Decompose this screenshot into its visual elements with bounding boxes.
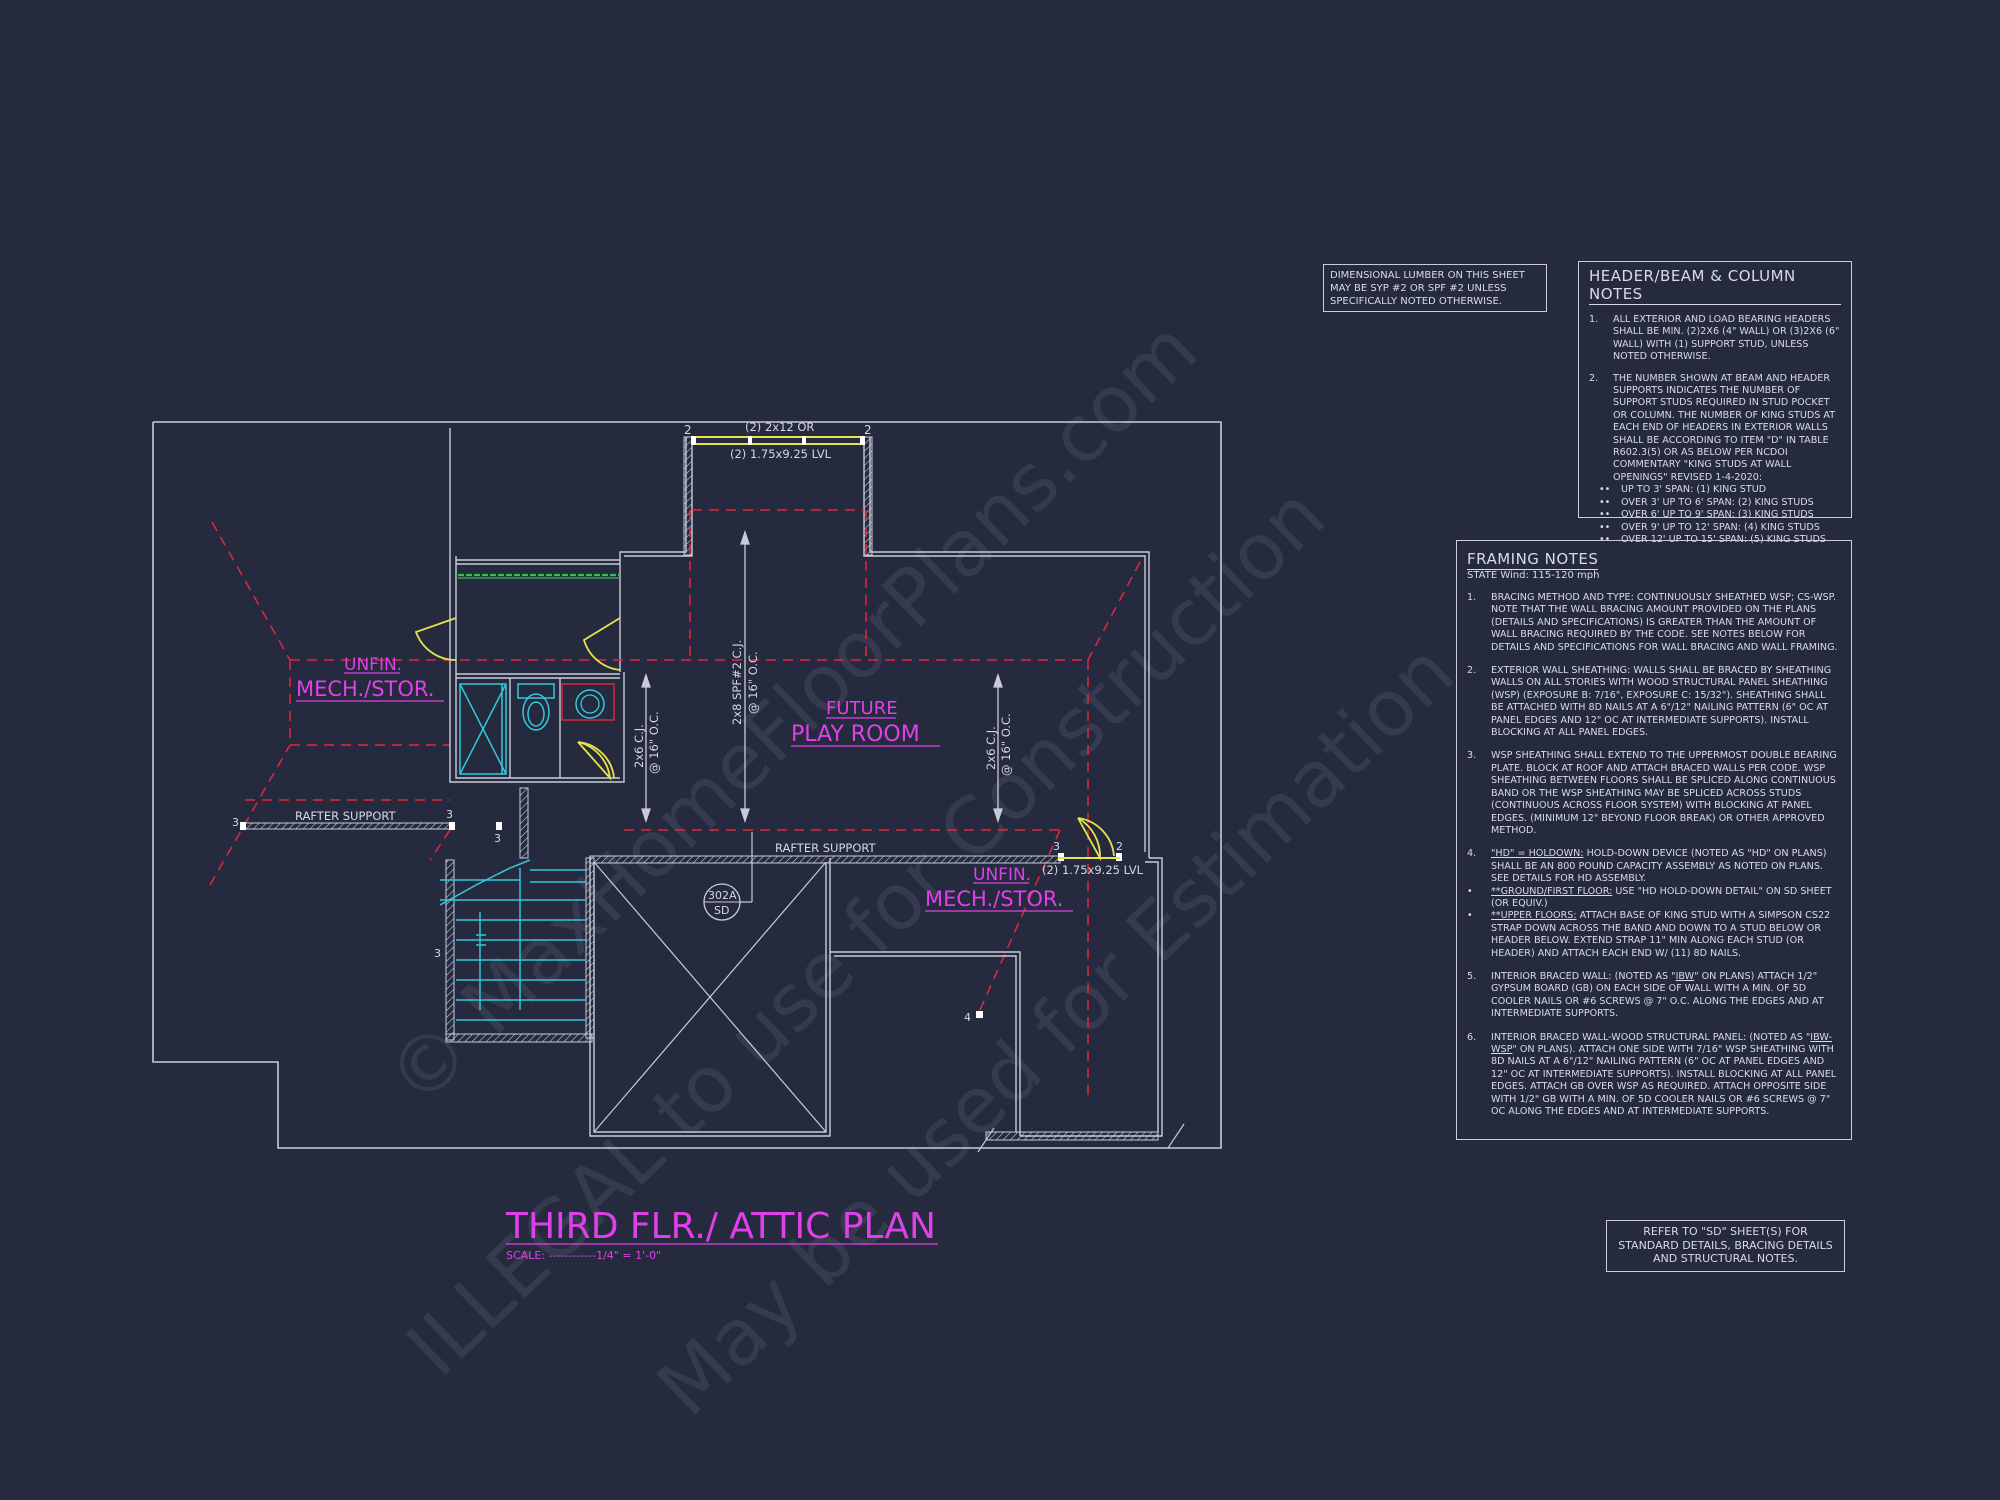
stud-count: 2 [1116, 840, 1123, 853]
header-note-bullet: ••UP TO 3' SPAN: (1) KING STUD [1599, 484, 1767, 496]
post-marker [976, 1011, 983, 1018]
framing-note-item: 3. WSP SHEATHING SHALL EXTEND TO THE UPP… [1467, 750, 1837, 836]
stud-count: 2 [864, 423, 872, 437]
lumber-note: DIMENSIONAL LUMBER ON THIS SHEET MAY BE … [1323, 264, 1547, 312]
hatched-wall [519, 787, 529, 859]
stud-count: 2 [684, 423, 692, 437]
right-beam-label: (2) 1.75x9.25 LVL [1042, 863, 1144, 877]
joist-left-spacing: @ 16" O.C. [647, 711, 661, 774]
room-label-play-room-1: FUTURE [826, 698, 898, 719]
section-tag-top: 302A [708, 889, 737, 902]
framing-note-item: 4. "HD" = HOLDOWN: HOLD-DOWN DEVICE (NOT… [1467, 848, 1827, 885]
stud-count: 3 [494, 832, 501, 845]
plan-title: THIRD FLR./ ATTIC PLAN [505, 1206, 936, 1247]
doors [414, 617, 1115, 862]
room-label-mech-left-1: UNFIN. [344, 655, 402, 675]
framing-note-bullet: • **UPPER FLOORS: ATTACH BASE OF KING ST… [1467, 910, 1831, 959]
open-to-below-x [593, 861, 827, 1133]
joist-span-arrows [641, 529, 1003, 824]
header-note-item: 2. THE NUMBER SHOWN AT BEAM AND HEADER S… [1589, 372, 1836, 483]
framing-note-item: 1. BRACING METHOD AND TYPE: CONTINUOUSLY… [1467, 592, 1838, 653]
hatched-wall [445, 1033, 593, 1043]
break-line [977, 1127, 995, 1153]
stud-count: 3 [232, 816, 239, 829]
top-beam-label-2: (2) 1.75x9.25 LVL [730, 447, 832, 461]
break-line [1167, 1123, 1185, 1149]
section-tag [703, 832, 753, 921]
bath-closet-block [449, 552, 625, 783]
framing-wind-speed: STATE Wind: 115-120 mph [1467, 570, 1600, 581]
framing-note-item: 5. INTERIOR BRACED WALL: (NOTED AS "IBW"… [1467, 970, 1824, 1020]
outer-boundary [152, 421, 1222, 1149]
joist-center-label: 2x8 SPF#2 C.J. [730, 640, 744, 725]
framing-notes: FRAMING NOTES STATE Wind: 115-120 mph 1.… [1456, 540, 1852, 1140]
refer-sd-note: REFER TO "SD" SHEET(S) FOR STANDARD DETA… [1606, 1220, 1845, 1272]
section-tag-bottom: SD [714, 904, 729, 917]
stud-count: 4 [964, 1011, 971, 1024]
hatched-wall [985, 1131, 1159, 1141]
rafter-support-center-label: RAFTER SUPPORT [775, 841, 877, 855]
framing-notes-title: FRAMING NOTES [1467, 550, 1599, 570]
joist-left-label: 2x6 C.J. [632, 724, 646, 768]
header-note-bullet: ••OVER 6' UP TO 9' SPAN: (3) KING STUDS [1599, 509, 1814, 521]
lumber-note-text: DIMENSIONAL LUMBER ON THIS SHEET MAY BE … [1330, 270, 1525, 307]
header-beam-column-notes: HEADER/BEAM & COLUMN NOTES 1. ALL EXTERI… [1578, 261, 1852, 545]
watermark: © MaxHomeFloorPlans.com ILLEGAL to use f… [371, 304, 1472, 1433]
hatched-wall [863, 436, 873, 556]
stud-count: 3 [434, 947, 441, 960]
shower-fixture [459, 683, 507, 775]
room-label-mech-left-2: MECH./STOR. [296, 677, 434, 701]
room-label-mech-right-1: UNFIN. [973, 865, 1031, 885]
stair [439, 859, 586, 1021]
hatched-wall [683, 436, 693, 556]
top-beam-label-1: (2) 2x12 OR [745, 420, 814, 434]
stud-count: 3 [446, 808, 453, 821]
header-note-bullet: ••OVER 12' UP TO 15' SPAN: (5) KING STUD… [1599, 533, 1826, 545]
room-label-mech-right-2: MECH./STOR. [925, 887, 1063, 911]
header-note-bullet: ••OVER 3' UP TO 6' SPAN: (2) KING STUDS [1599, 496, 1814, 508]
header-notes-title: HEADER/BEAM & COLUMN NOTES [1589, 267, 1841, 305]
joist-right-spacing: @ 16" O.C. [999, 713, 1013, 776]
header-note-bullet: ••OVER 9' UP TO 12' SPAN: (4) KING STUDS [1599, 521, 1820, 533]
toilet-fixture [517, 683, 555, 731]
plan-scale: SCALE: ------------1/4" = 1'-0" [506, 1249, 661, 1262]
refer-sd-text: REFER TO "SD" SHEET(S) FOR STANDARD DETA… [1618, 1225, 1833, 1265]
attic-dashed-lines [209, 509, 1141, 1100]
framing-note-item: 2. EXTERIOR WALL SHEATHING: WALLS SHALL … [1467, 665, 1832, 739]
stud-count: 3 [1053, 840, 1060, 853]
room-label-play-room-2: PLAY ROOM [791, 722, 920, 747]
top-beam [691, 436, 865, 445]
header-note-item: 1. ALL EXTERIOR AND LOAD BEARING HEADERS… [1589, 314, 1840, 363]
hatched-wall [445, 859, 455, 1041]
water-heater-fixture [561, 683, 615, 721]
framing-note-item: 6. INTERIOR BRACED WALL-WOOD STRUCTURAL … [1467, 1031, 1837, 1118]
joist-right-label: 2x6 C.J. [984, 726, 998, 770]
rafter-support-left-label: RAFTER SUPPORT [295, 809, 397, 823]
framing-note-bullet: • **GROUND/FIRST FLOOR: USE "HD HOLD-DOW… [1467, 885, 1832, 909]
joist-center-spacing: @ 16" O.C. [746, 651, 760, 714]
